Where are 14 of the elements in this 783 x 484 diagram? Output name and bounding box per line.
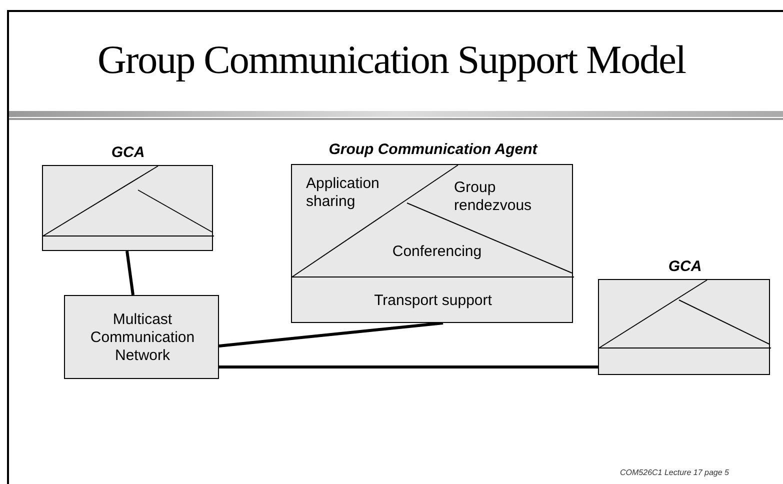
- box-label: Multicast Communication Network: [89, 311, 196, 365]
- box-label: Transport support: [373, 292, 493, 310]
- process-box: [64, 295, 219, 379]
- box-heading: GCA: [668, 258, 702, 275]
- box-label: Group rendezvous: [454, 179, 533, 215]
- box-heading: Group Communication Agent: [328, 141, 538, 158]
- box-label: Conferencing: [391, 243, 483, 261]
- box-label: Application sharing: [306, 175, 380, 211]
- box-heading: GCA: [111, 144, 145, 161]
- slide-title: Group Communication Support Model: [96, 36, 687, 83]
- connector-line: [219, 366, 598, 368]
- connector-line: [126, 250, 134, 296]
- footer-note: COM526C1 Lecture 17 page 5: [620, 468, 729, 477]
- connector-line: [218, 322, 444, 348]
